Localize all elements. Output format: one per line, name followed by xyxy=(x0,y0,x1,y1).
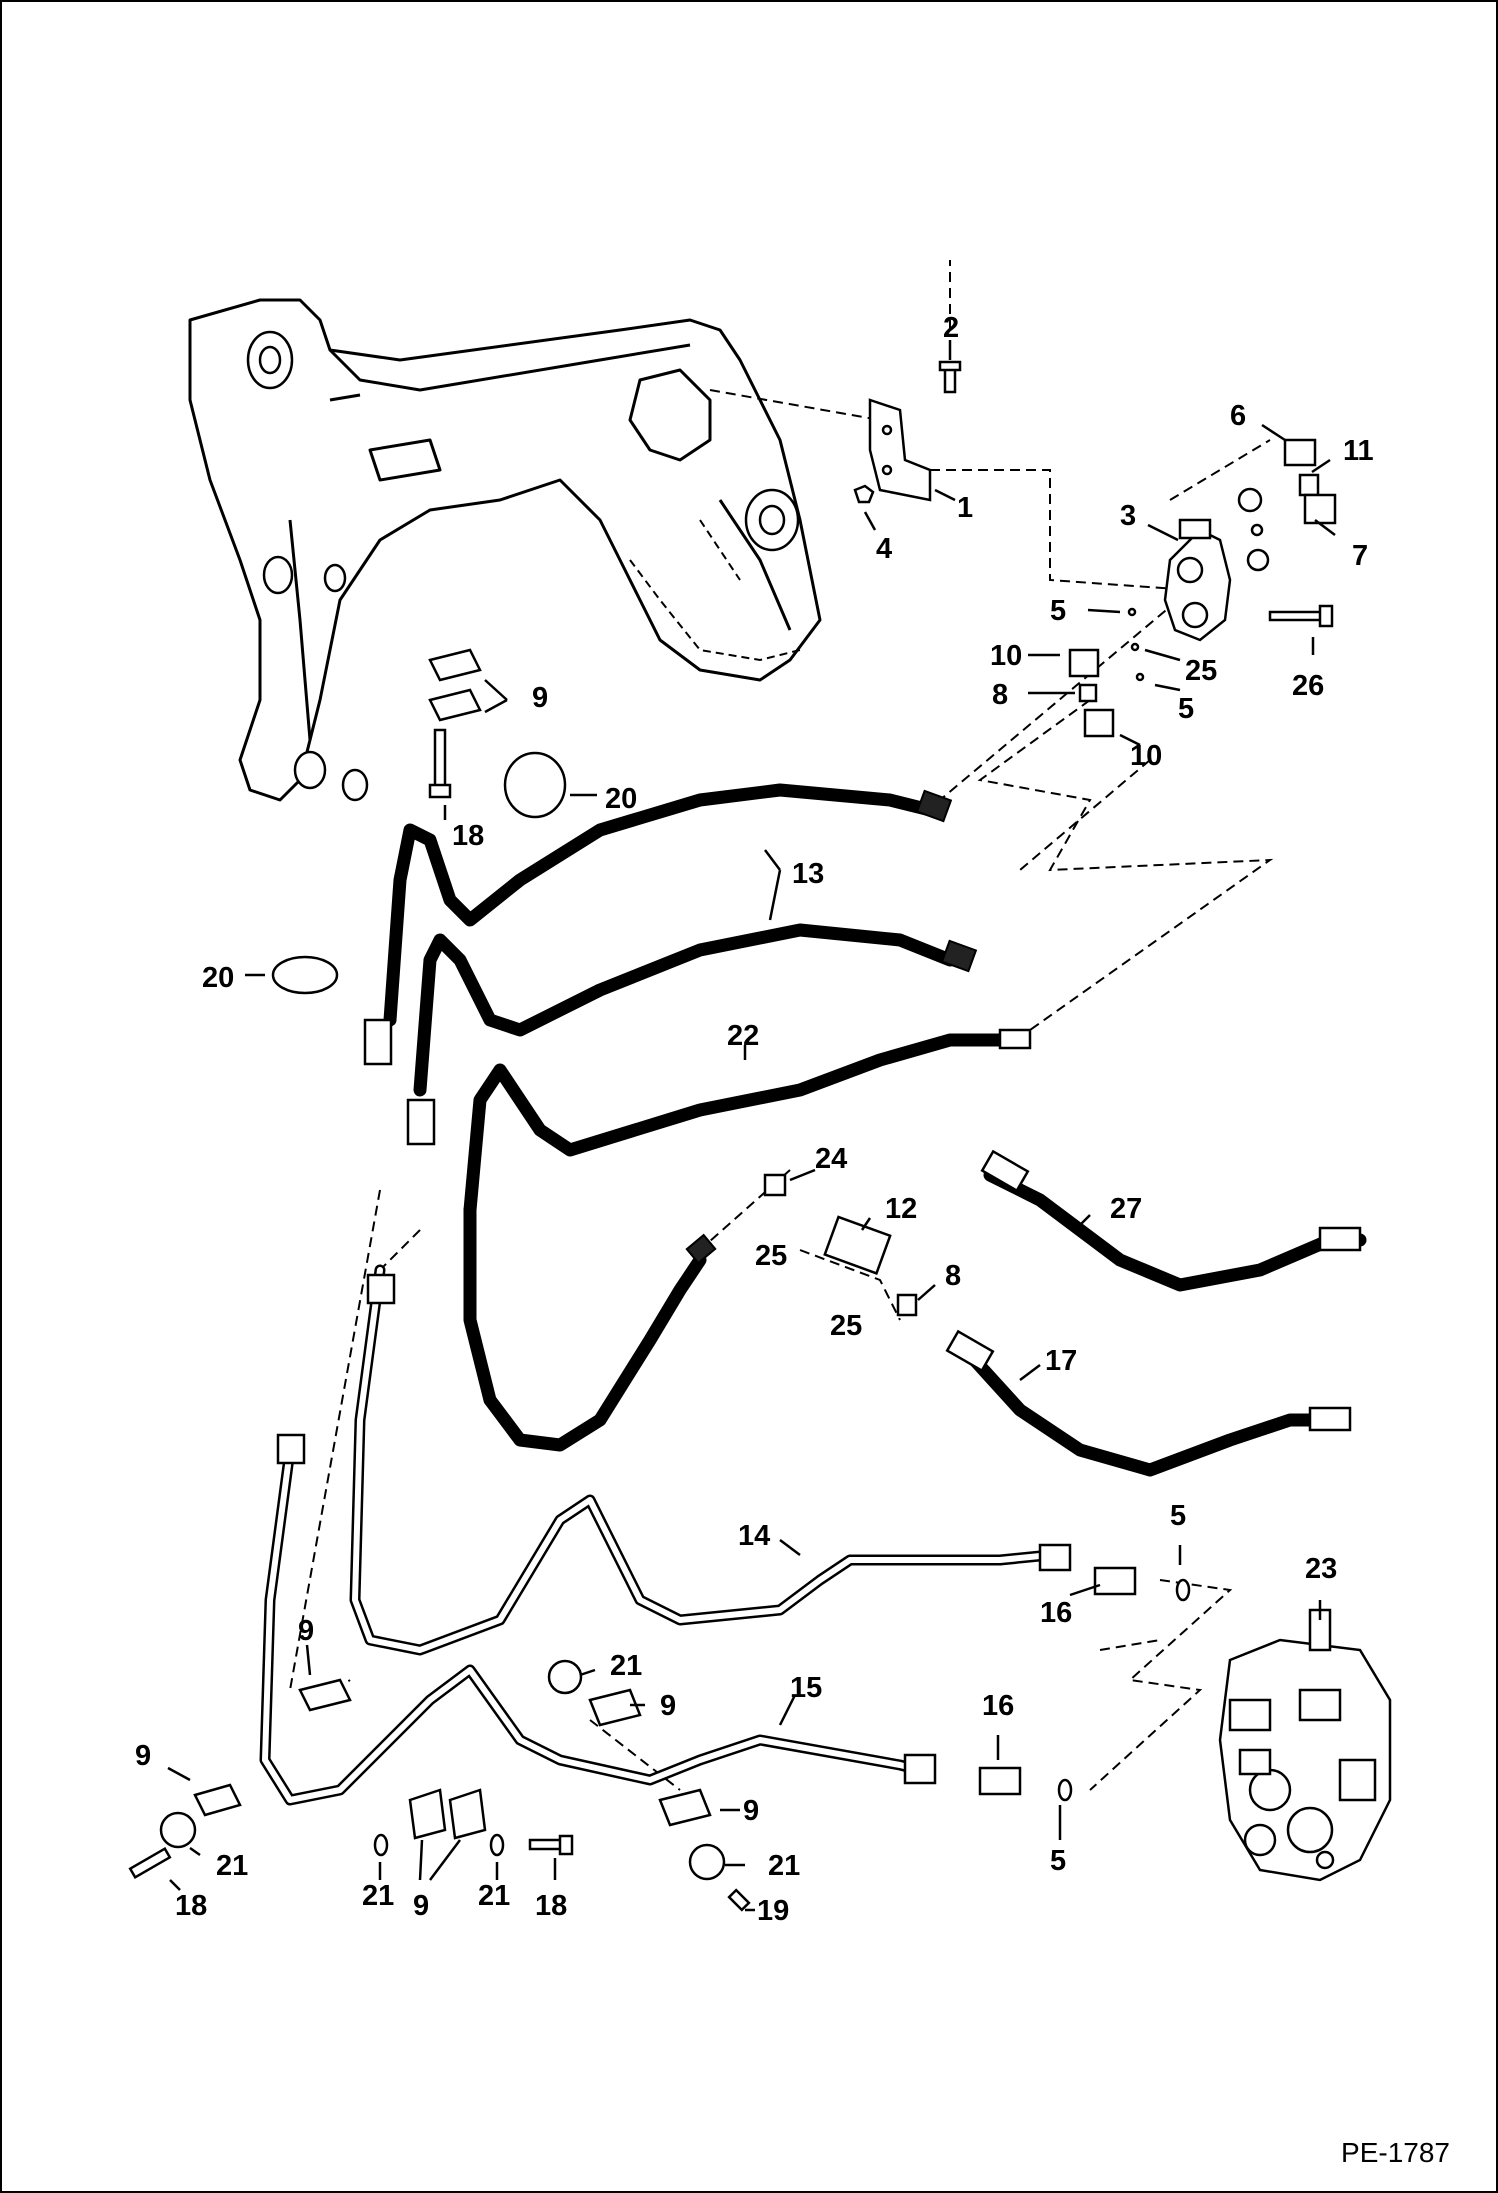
callout-12: 12 xyxy=(885,1193,917,1225)
callout-11: 11 xyxy=(1343,435,1374,467)
valve-3 xyxy=(1163,518,1232,642)
callout-9-top: 9 xyxy=(532,682,548,714)
callout-9-row: 9 xyxy=(413,1890,429,1922)
callout-9-center: 9 xyxy=(660,1690,676,1722)
callout-21-upper: 21 xyxy=(610,1650,642,1682)
tube-14 xyxy=(349,1264,1072,1656)
callout-16-upper: 16 xyxy=(1040,1597,1072,1629)
callout-21-row-1: 21 xyxy=(362,1880,394,1912)
bracket-1 xyxy=(868,398,932,502)
callout-21-lower-center: 21 xyxy=(768,1850,800,1882)
callout-9-left: 9 xyxy=(135,1740,151,1772)
hose-17 xyxy=(945,1329,1352,1477)
cable-tie-20 xyxy=(271,751,567,995)
callout-25-top: 25 xyxy=(1185,655,1217,687)
callout-25-center: 25 xyxy=(755,1240,787,1272)
lower-clamps-9 xyxy=(193,1678,712,1840)
callout-21-row-2: 21 xyxy=(478,1880,510,1912)
page-code: PE-1787 xyxy=(1341,2137,1450,2168)
callout-13: 13 xyxy=(792,858,824,890)
hose-22 xyxy=(463,1028,1032,1452)
callout-7: 7 xyxy=(1352,540,1368,572)
clamp-9-top xyxy=(428,648,482,799)
control-valve-23 xyxy=(1218,1608,1392,1882)
callout-10-top: 10 xyxy=(990,640,1022,672)
callout-5-mid: 5 xyxy=(1178,693,1194,725)
callout-4: 4 xyxy=(876,533,892,565)
callout-14: 14 xyxy=(738,1520,770,1552)
callout-19: 19 xyxy=(757,1895,789,1927)
callout-16-lower: 16 xyxy=(982,1690,1014,1722)
callout-18-row: 18 xyxy=(535,1890,567,1922)
callout-21-left: 21 xyxy=(216,1850,248,1882)
callout-labels: 2 1 4 3 6 11 7 5 10 25 26 8 5 10 9 20 18… xyxy=(135,312,1374,1927)
washers-21 xyxy=(159,1659,726,1881)
callout-20-left: 20 xyxy=(202,962,234,994)
callout-5-top: 5 xyxy=(1050,595,1066,627)
callout-23: 23 xyxy=(1305,1553,1337,1585)
lift-arm-frame xyxy=(188,298,822,802)
callout-22: 22 xyxy=(727,1020,759,1052)
callout-26: 26 xyxy=(1292,670,1324,702)
callout-25-lower: 25 xyxy=(830,1310,862,1342)
hose-13 xyxy=(383,783,978,1097)
tube-15 xyxy=(259,1273,937,1806)
callout-24: 24 xyxy=(815,1143,847,1175)
callout-1: 1 xyxy=(957,492,973,524)
callout-5-right: 5 xyxy=(1170,1500,1186,1532)
callout-8-center: 8 xyxy=(945,1260,961,1292)
callout-20-top: 20 xyxy=(605,783,637,815)
callout-27: 27 xyxy=(1110,1193,1142,1225)
callout-10-mid: 10 xyxy=(1130,740,1162,772)
callout-9-left-upper: 9 xyxy=(298,1615,314,1647)
callout-15: 15 xyxy=(790,1672,822,1704)
center-fittings xyxy=(763,1173,918,1317)
callout-6: 6 xyxy=(1230,400,1246,432)
callout-18-top: 18 xyxy=(452,820,484,852)
callout-17: 17 xyxy=(1045,1345,1077,1377)
callout-5-lower: 5 xyxy=(1050,1845,1066,1877)
callout-8-top: 8 xyxy=(992,679,1008,711)
hose-27 xyxy=(980,1149,1367,1292)
callout-leaders xyxy=(167,340,1336,1912)
hose-end-fittings xyxy=(363,1018,717,1265)
assembly-leaders xyxy=(289,260,1274,1791)
adapter-16 xyxy=(978,1566,1191,1802)
callout-9-lower-center: 9 xyxy=(743,1795,759,1827)
callout-2: 2 xyxy=(943,312,959,344)
callout-3: 3 xyxy=(1120,500,1136,532)
callout-18-left: 18 xyxy=(175,1890,207,1922)
bolts-18-19 xyxy=(128,1834,751,1912)
small-hardware xyxy=(853,360,1337,738)
